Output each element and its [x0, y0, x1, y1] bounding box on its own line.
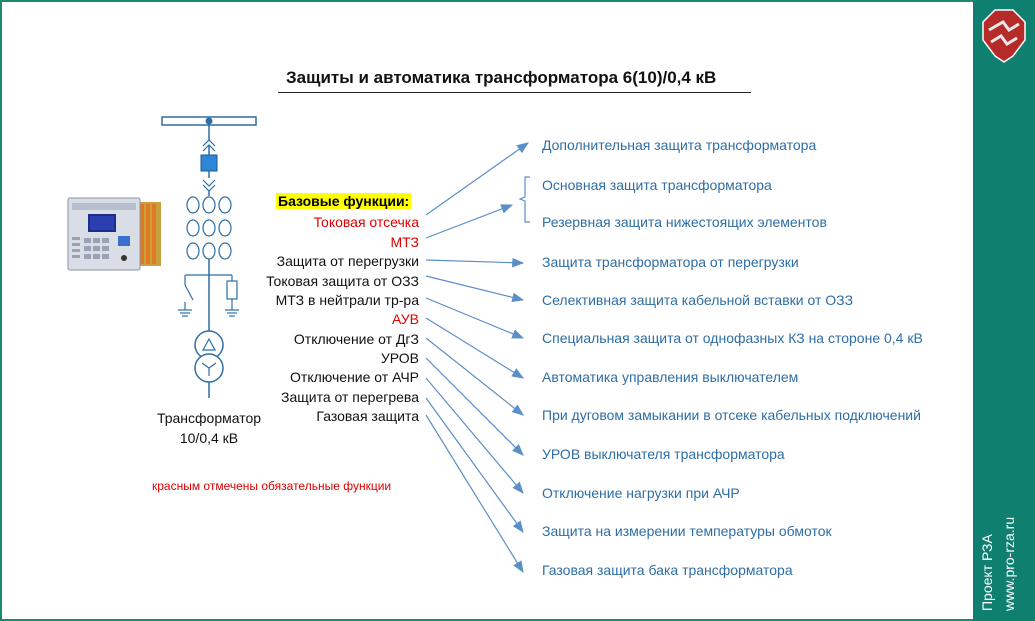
title-underline — [278, 92, 751, 93]
function-label: Токовая защита от ОЗЗ — [266, 273, 419, 289]
description-item: Газовая защита бака трансформатора — [542, 562, 793, 578]
function-label: Отключение от ДгЗ — [293, 331, 419, 347]
function-label: Токовая отсечка — [313, 214, 419, 230]
brand-sidebar: Проект РЗА www.pro-rza.ru — [973, 0, 1035, 621]
sidebar-project: Проект РЗА — [979, 534, 995, 611]
function-label: Газовая защита — [316, 408, 419, 424]
function-label: АУВ — [392, 311, 419, 327]
description-item: Защита трансформатора от перегрузки — [542, 254, 799, 270]
base-functions-header: Базовые функции: — [276, 193, 412, 209]
function-label: Отключение от АЧР — [290, 369, 419, 385]
transformer-caption-name: Трансформатор — [156, 410, 262, 426]
description-item: Основная защита трансформатора — [542, 177, 772, 193]
function-label: УРОВ — [380, 350, 419, 366]
description-item: Дополнительная защита трансформатора — [542, 137, 817, 153]
function-label: МТЗ в нейтрали тр-ра — [275, 292, 419, 308]
function-label: Защита от перегрева — [281, 389, 419, 405]
description-item: Специальная защита от однофазных КЗ на с… — [542, 330, 923, 346]
page-title: Защиты и автоматика трансформатора 6(10)… — [286, 68, 717, 87]
logo-icon — [982, 9, 1026, 63]
transformer-caption-rating: 10/0,4 кВ — [179, 430, 239, 446]
transformer-symbol — [194, 330, 224, 383]
description-item: Отключение нагрузки при АЧР — [542, 485, 740, 501]
breaker-symbol — [200, 154, 218, 172]
required-note: красным отмечены обязательные функции — [152, 479, 392, 493]
description-item: Селективная защита кабельной вставки от … — [542, 292, 854, 308]
sidebar-site-link[interactable]: www.pro-rza.ru — [1001, 516, 1017, 611]
description-item: Защита на измерении температуры обмоток — [542, 523, 832, 539]
description-item: При дуговом замыкании в отсеке кабельных… — [542, 407, 921, 423]
diagram-canvas — [67, 116, 530, 574]
description-item: УРОВ выключателя трансформатора — [542, 446, 785, 462]
description-item: Автоматика управления выключателем — [542, 369, 799, 385]
description-item: Резервная защита нижестоящих элементов — [542, 214, 827, 230]
function-label: МТЗ — [390, 234, 419, 250]
function-label: Защита от перегрузки — [276, 253, 419, 269]
relay-device-image — [67, 197, 161, 271]
function-arrows — [425, 142, 529, 574]
current-transformers — [186, 196, 232, 260]
